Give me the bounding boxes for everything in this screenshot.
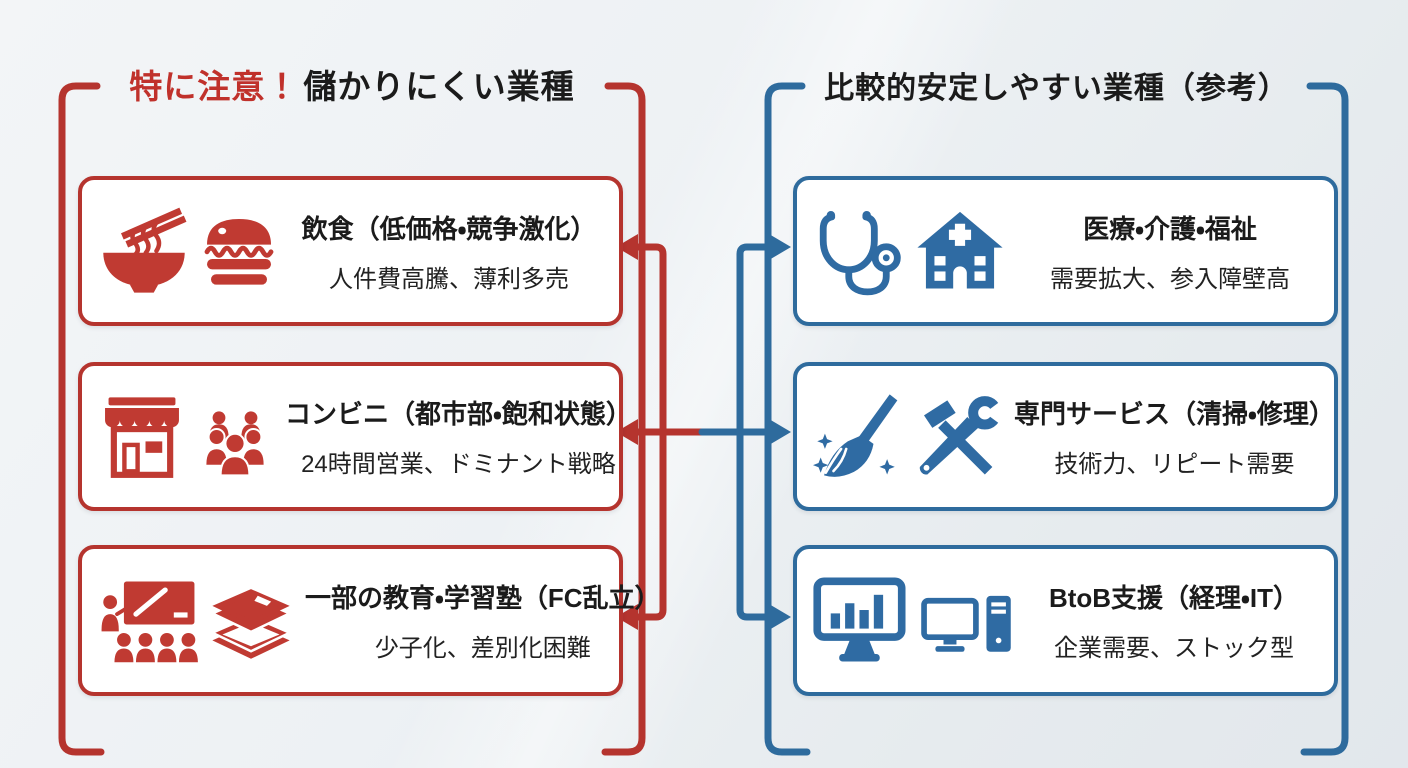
card-restaurant-texts: 飲食（低価格・競争激化） 人件費高騰、薄利多売 xyxy=(279,209,619,294)
hospital-icon xyxy=(917,211,1003,289)
card-btob: BtoB支援（経理・IT） 企業需要、ストック型 xyxy=(793,545,1338,696)
red-bracket-left xyxy=(58,82,105,756)
hamburger-icon xyxy=(204,219,274,285)
blue-bracket-right xyxy=(1300,82,1349,756)
chart-monitor-icon xyxy=(813,576,906,662)
blue-arrowhead-row2 xyxy=(769,419,791,445)
card-title: コンビニ（都市部・飽和状態） xyxy=(285,399,632,429)
card-convenience-store-texts: コンビニ（都市部・飽和状態） 24時間営業、ドミナント戦略 xyxy=(275,394,642,479)
card-medical-texts: 医療・介護・福祉 需要拡大、参入障壁高 xyxy=(1006,209,1334,294)
classroom-icon xyxy=(101,580,198,662)
people-group-icon xyxy=(204,410,266,476)
red-arrowhead-row3 xyxy=(616,604,638,630)
store-icon xyxy=(105,396,179,478)
card-professional-services-icons xyxy=(797,391,1004,483)
broom-icon xyxy=(813,393,898,477)
card-medical-icons xyxy=(797,205,1006,297)
left-group-title-warning: 特に注意！ xyxy=(129,68,300,105)
card-btob-icons xyxy=(797,576,1014,666)
card-subtitle: 需要拡大、参入障壁高 xyxy=(1050,265,1290,293)
card-education: 一部の教育・学習塾（FC乱立） 少子化、差別化困難 xyxy=(78,545,661,696)
books-icon xyxy=(209,588,293,659)
left-group-title: 特に注意！儲かりにくい業種 xyxy=(62,60,642,108)
desktop-pc-icon xyxy=(921,595,1011,652)
card-subtitle: 24時間営業、ドミナント戦略 xyxy=(301,451,616,478)
card-title: BtoB支援（経理・IT） xyxy=(1048,583,1300,613)
card-subtitle: 技術力、リピート需要 xyxy=(1054,451,1295,478)
card-subtitle: 企業需要、ストック型 xyxy=(1054,635,1294,662)
card-education-icons xyxy=(82,578,295,664)
card-title: 飲食（低価格・競争激化） xyxy=(301,213,597,244)
left-group-title-rest: 儲かりにくい業種 xyxy=(303,68,575,105)
blue-arrowhead-row3 xyxy=(769,604,791,630)
card-subtitle: 人件費高騰、薄利多売 xyxy=(329,265,569,293)
red-bracket-right xyxy=(601,82,646,756)
card-title: 専門サービス（清掃・修理） xyxy=(1014,399,1335,429)
card-professional-services-texts: 専門サービス（清掃・修理） 技術力、リピート需要 xyxy=(1004,394,1345,479)
blue-arrowhead-row1 xyxy=(769,234,791,260)
red-arrowhead-row1 xyxy=(616,234,638,260)
card-professional-services: 専門サービス（清掃・修理） 技術力、リピート需要 xyxy=(793,362,1338,511)
card-subtitle: 少子化、差別化困難 xyxy=(374,635,591,662)
stethoscope-icon xyxy=(819,210,901,296)
card-restaurant-icons xyxy=(82,206,279,296)
card-btob-texts: BtoB支援（経理・IT） 企業需要、ストック型 xyxy=(1014,578,1334,663)
red-arrowhead-row2 xyxy=(616,419,638,445)
card-convenience-store: コンビニ（都市部・飽和状態） 24時間営業、ドミナント戦略 xyxy=(78,362,632,511)
card-convenience-store-icons xyxy=(82,393,275,481)
right-group-title: 比較的安定しやすい業種（参考） xyxy=(824,72,1289,105)
card-title: 一部の教育・学習塾（FC乱立） xyxy=(305,583,661,613)
card-education-texts: 一部の教育・学習塾（FC乱立） 少子化、差別化困難 xyxy=(295,578,671,663)
blue-bracket-left xyxy=(764,82,811,756)
ramen-bowl-icon xyxy=(103,207,187,293)
card-title: 医療・介護・福祉 xyxy=(1083,213,1257,244)
card-restaurant: 飲食（低価格・競争激化） 人件費高騰、薄利多売 xyxy=(78,176,623,326)
card-medical: 医療・介護・福祉 需要拡大、参入障壁高 xyxy=(793,176,1338,326)
tools-icon xyxy=(919,395,1004,475)
